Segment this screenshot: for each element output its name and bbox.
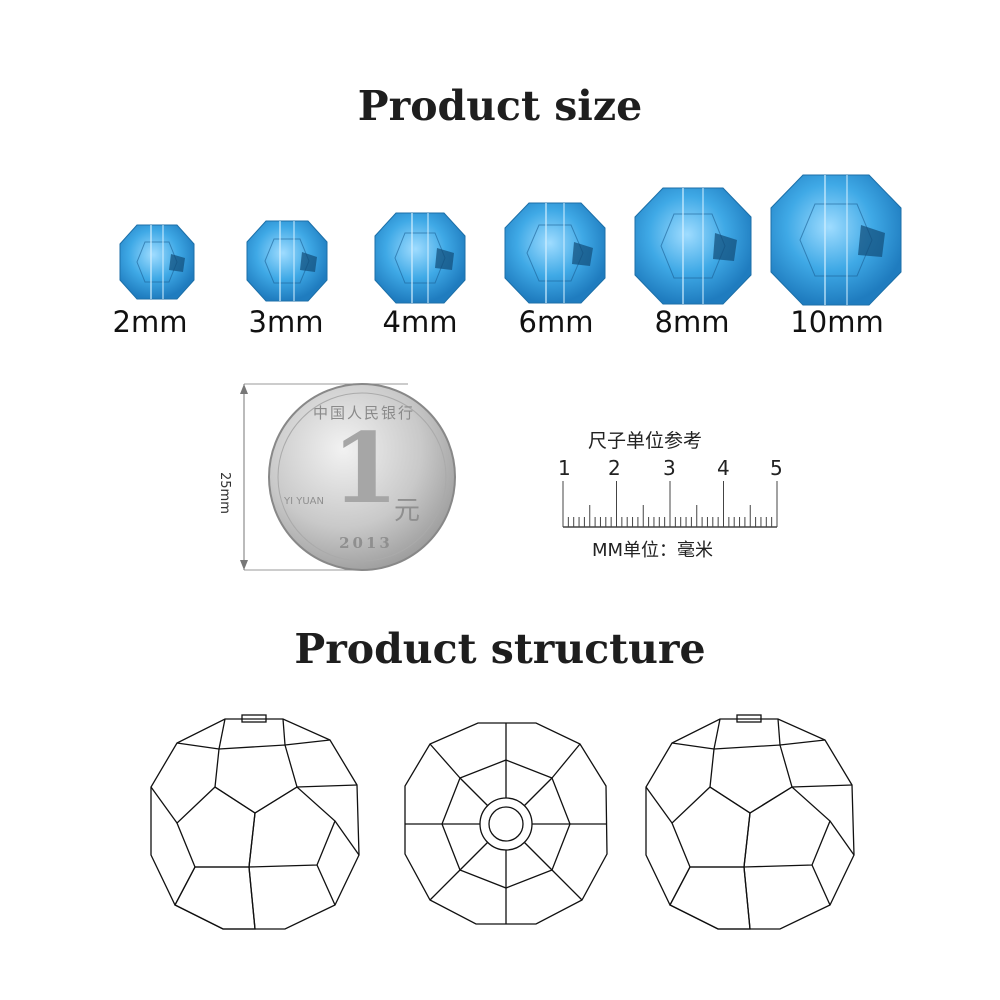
bead-label-6mm: 6mm: [518, 305, 594, 339]
product-size-title: Product size: [357, 82, 643, 130]
coin-top-text: 中国人民银行: [312, 404, 415, 422]
ruler-title: 尺子单位参考: [588, 430, 703, 452]
coin-denomination: 1: [331, 412, 399, 525]
bead-10mm: [770, 174, 902, 306]
ruler-number-1: 1: [558, 456, 571, 480]
bead-structure-side-left: [150, 714, 360, 930]
ruler-unit-caption: MM单位：毫米: [592, 540, 714, 561]
bead-label-8mm: 8mm: [654, 305, 730, 339]
bead-2mm: [119, 224, 195, 300]
ruler-number-2: 2: [608, 456, 621, 480]
coin-diameter-label: 25mm: [217, 472, 232, 514]
bead-label-4mm: 4mm: [382, 305, 458, 339]
coin-reference: [240, 383, 456, 571]
bead-4mm: [374, 212, 466, 304]
bead-label-2mm: 2mm: [112, 305, 188, 339]
coin-year: 2013: [339, 534, 393, 552]
bead-8mm: [634, 187, 752, 305]
ruler-scale: 1 2 3 4 5: [558, 456, 783, 528]
bead-structure-top: [404, 722, 608, 925]
ruler-number-3: 3: [663, 456, 676, 480]
ruler-number-5: 5: [770, 456, 783, 480]
ruler-number-4: 4: [717, 456, 730, 480]
bead-label-3mm: 3mm: [248, 305, 324, 339]
bead-3mm: [246, 220, 328, 302]
bead-label-10mm: 10mm: [790, 305, 884, 339]
coin-roman: YI YUAN: [284, 496, 324, 507]
bead-6mm: [504, 202, 606, 304]
coin-unit: 元: [394, 496, 421, 526]
bead-structure-side-right: [645, 714, 855, 930]
product-structure-title: Product structure: [294, 625, 706, 673]
